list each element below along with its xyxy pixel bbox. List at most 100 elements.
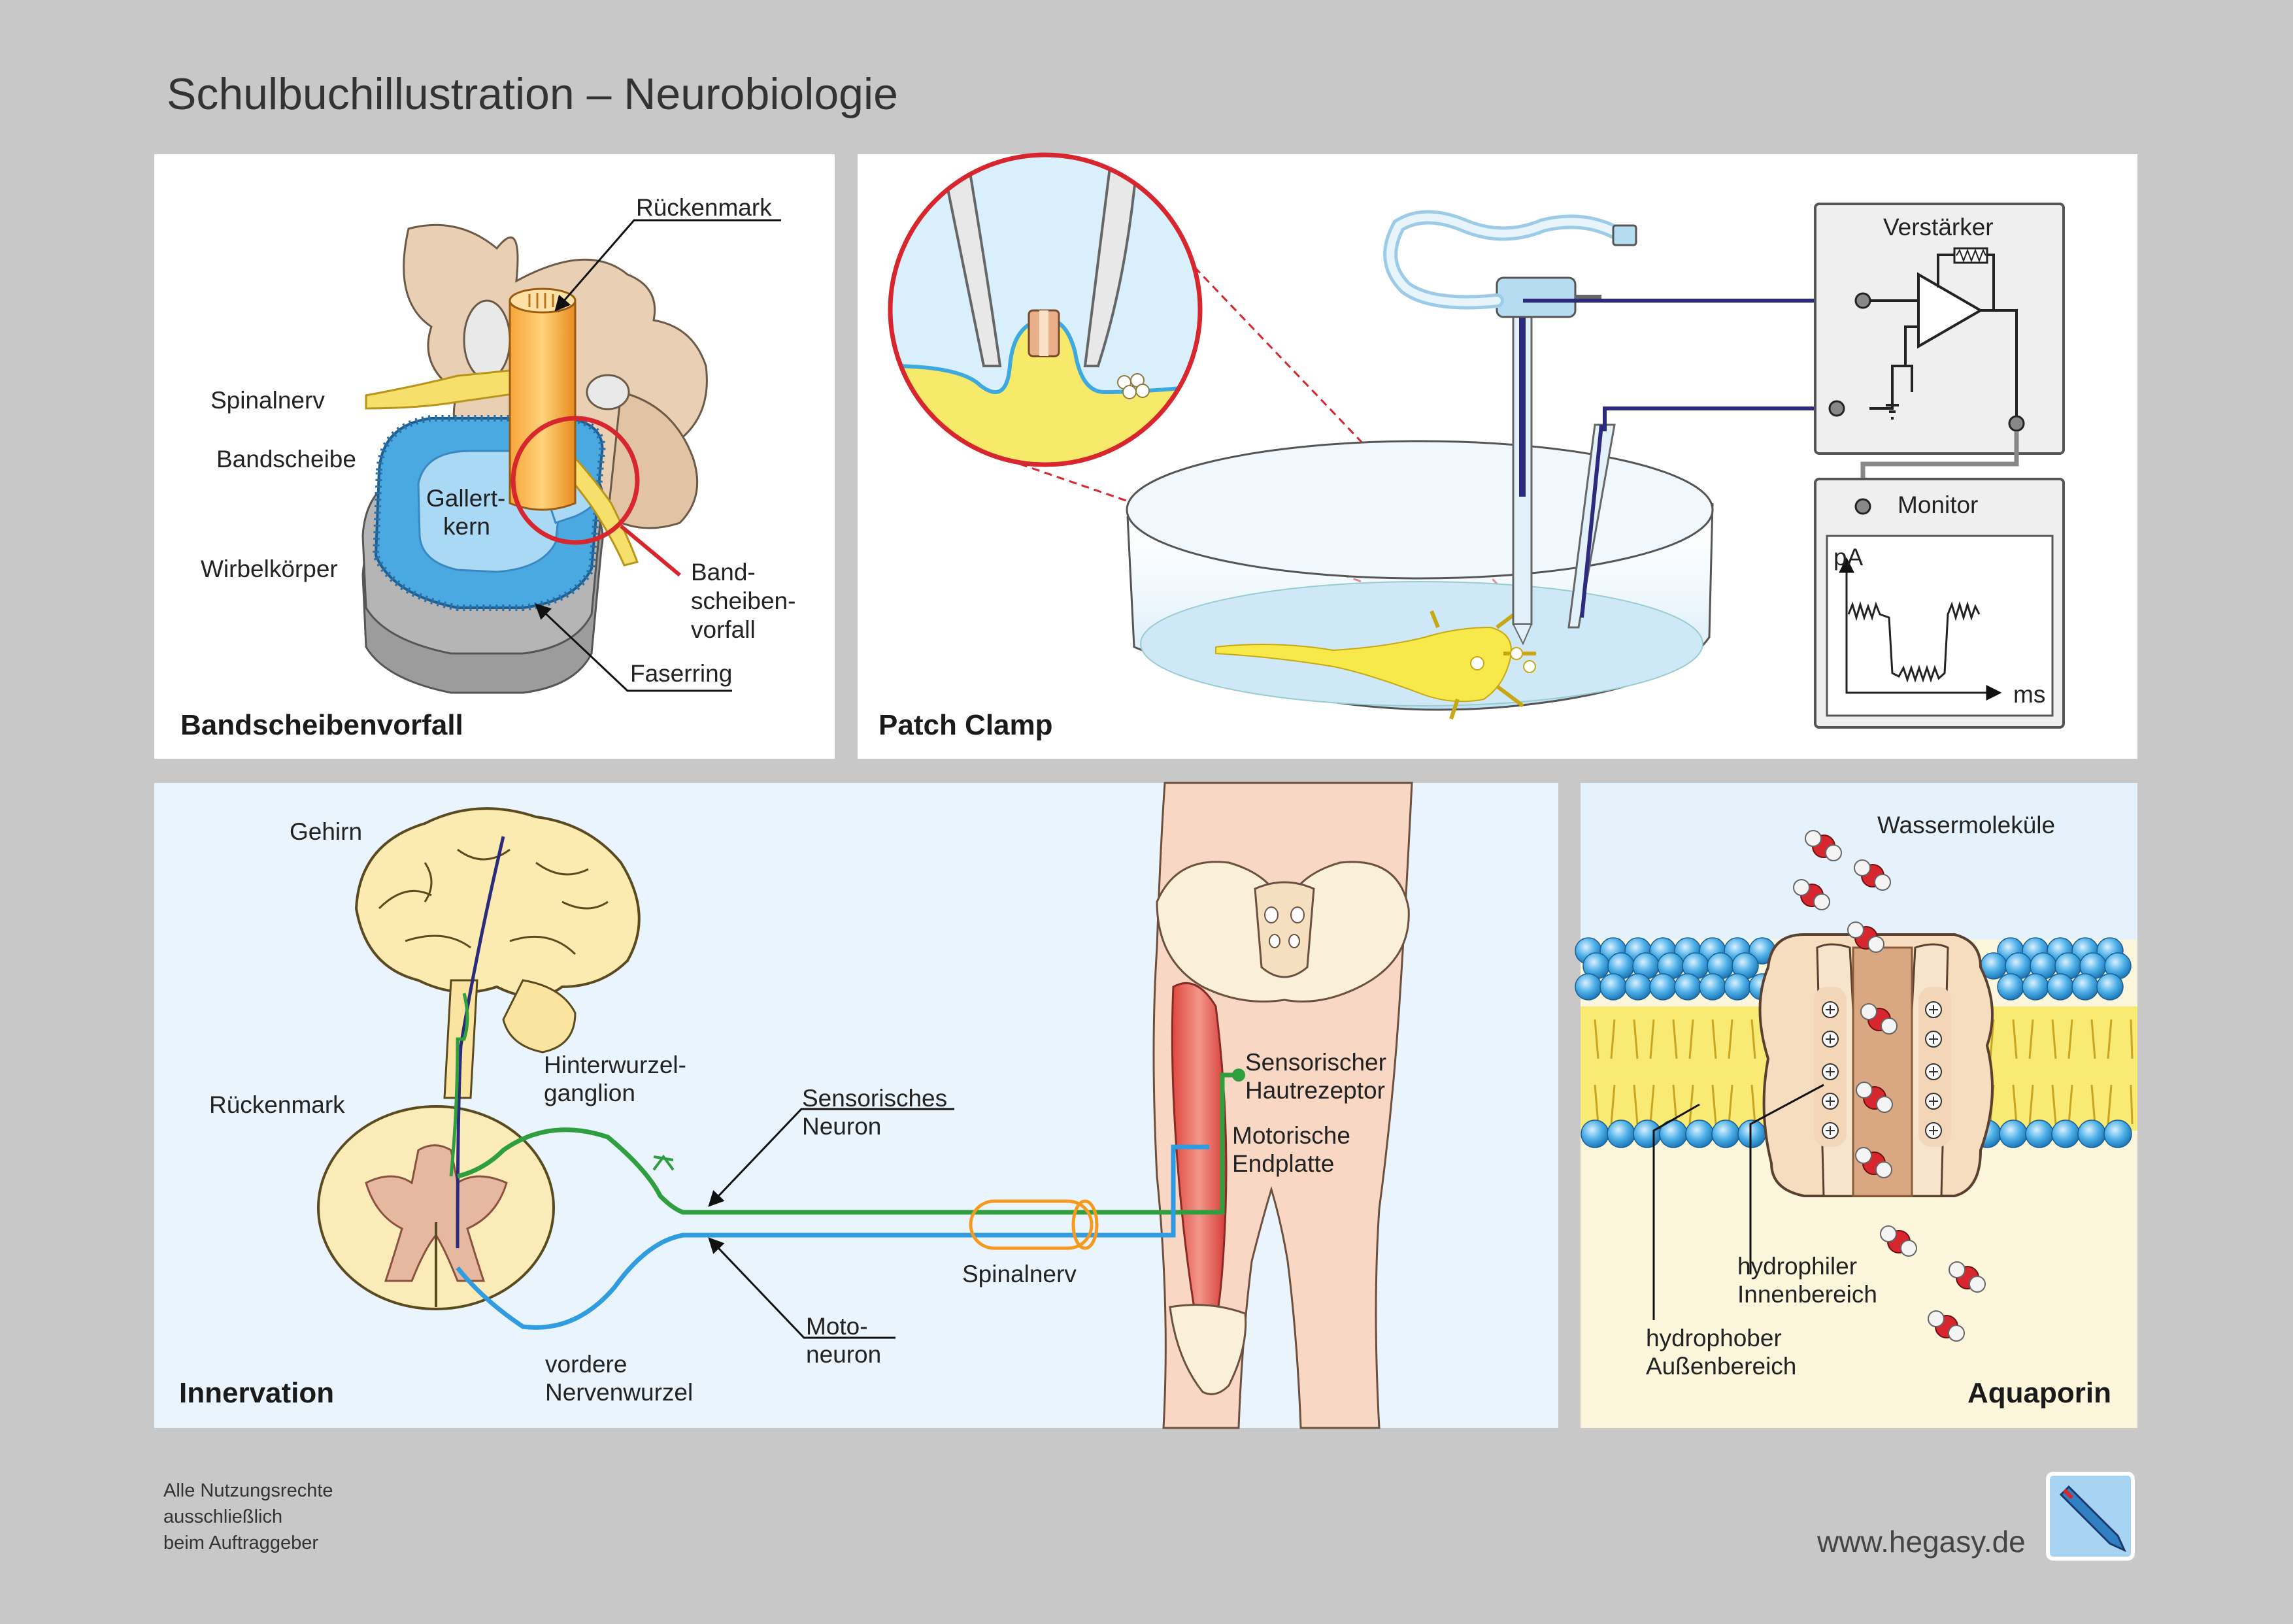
label-vordere-2: Nervenwurzel bbox=[545, 1379, 693, 1406]
label-motoneuron-2: neuron bbox=[806, 1341, 881, 1368]
water-molecule bbox=[1847, 921, 1884, 953]
amplifier-box: Verstärker bbox=[1814, 203, 2065, 455]
label-vorfall-2: scheiben- bbox=[691, 588, 795, 614]
label-verstaerker: Verstärker bbox=[1883, 214, 1994, 240]
herniation-highlight-circle bbox=[510, 416, 640, 545]
lipid-head bbox=[1599, 973, 1627, 1001]
panel-title-bandscheibenvorfall: Bandscheibenvorfall bbox=[180, 709, 463, 741]
plus-charge-icon bbox=[1822, 1063, 1839, 1080]
page-title: Schulbuchillustration – Neurobiologie bbox=[167, 69, 898, 119]
lipid-head bbox=[1607, 1119, 1635, 1148]
label-sens-neuron-1: Sensorisches bbox=[802, 1085, 947, 1112]
label-hydrophil-1: hydrophiler bbox=[1737, 1253, 1857, 1280]
label-sens-rezeptor-1: Sensorischer bbox=[1245, 1049, 1386, 1076]
neuron-in-dish bbox=[1215, 606, 1536, 720]
label-rueckenmark: Rückenmark bbox=[636, 194, 772, 221]
positive-charges bbox=[1822, 1001, 1942, 1139]
plus-charge-icon bbox=[1925, 1001, 1942, 1018]
rights-line-2: ausschließlich bbox=[163, 1506, 282, 1527]
lipid-head bbox=[2096, 973, 2124, 1001]
lipid-head bbox=[1724, 973, 1751, 1001]
brain-drawing bbox=[354, 807, 641, 1099]
water-molecule bbox=[1805, 830, 1842, 861]
water-molecule bbox=[1880, 1225, 1917, 1257]
lipid-head bbox=[1699, 973, 1726, 1001]
label-mot-endplatte-1: Motorische bbox=[1232, 1122, 1350, 1149]
leg-silhouette bbox=[1152, 782, 1413, 1429]
plus-charge-icon bbox=[1822, 1001, 1839, 1018]
water-molecule bbox=[1928, 1310, 1965, 1342]
water-molecules bbox=[1793, 830, 1986, 1342]
lipid-head bbox=[2051, 1119, 2080, 1148]
label-mot-endplatte-2: Endplatte bbox=[1232, 1150, 1334, 1177]
label-pa: pA bbox=[1833, 544, 1864, 571]
plus-charge-icon bbox=[1925, 1063, 1942, 1080]
thigh-muscle bbox=[1171, 982, 1228, 1321]
label-hinterwurzel-2: ganglion bbox=[544, 1080, 635, 1106]
label-hydrophil-2: Innenbereich bbox=[1737, 1281, 1877, 1308]
label-wassermolekuele: Wassermoleküle bbox=[1877, 812, 2055, 838]
lipid-head bbox=[1711, 1119, 1740, 1148]
plus-charge-icon bbox=[1925, 1093, 1942, 1110]
water-molecule bbox=[1855, 1147, 1892, 1178]
label-spinalnerv-innervation: Spinalnerv bbox=[962, 1261, 1077, 1287]
label-bandscheibe: Bandscheibe bbox=[216, 446, 356, 472]
plus-charge-icon bbox=[1925, 1031, 1942, 1048]
label-vorfall-1: Band- bbox=[691, 559, 756, 586]
label-rueckenmark-innervation: Rückenmark bbox=[209, 1091, 345, 1118]
lipid-head bbox=[1999, 1119, 2028, 1148]
label-spinalnerv: Spinalnerv bbox=[210, 387, 325, 414]
lipid-head bbox=[2071, 973, 2099, 1001]
panel-title-aquaporin: Aquaporin bbox=[1967, 1377, 2111, 1409]
panel-aquaporin: Wassermoleküle hydrophiler Innenbereich … bbox=[1575, 783, 2137, 1428]
lipid-head bbox=[2047, 973, 2074, 1001]
lipid-head bbox=[1649, 973, 1677, 1001]
lipid-tails bbox=[1594, 1019, 2134, 1125]
label-monitor: Monitor bbox=[1898, 491, 1978, 518]
website-url[interactable]: www.hegasy.de bbox=[1816, 1525, 2026, 1559]
panel-innervation: Gehirn Rückenmark Hinterwurzel- ganglion… bbox=[154, 782, 1558, 1429]
neural-pathways bbox=[449, 836, 1245, 1330]
membrane-zoom-inset bbox=[888, 152, 1203, 467]
water-molecule bbox=[1793, 879, 1830, 910]
label-hinterwurzel-1: Hinterwurzel- bbox=[544, 1052, 686, 1078]
label-vorfall-3: vorfall bbox=[691, 616, 756, 643]
lipid-heads bbox=[1575, 937, 2132, 1148]
lipid-head bbox=[2025, 1119, 2054, 1148]
spinal-cord-cross-section bbox=[317, 1105, 555, 1310]
rights-line-1: Alle Nutzungsrechte bbox=[163, 1480, 333, 1501]
plus-charge-icon bbox=[1822, 1122, 1839, 1139]
label-faserring: Faserring bbox=[630, 660, 732, 687]
plus-charge-icon bbox=[1925, 1122, 1942, 1139]
lipid-head bbox=[1575, 973, 1602, 1001]
lipid-head bbox=[1581, 1119, 1609, 1148]
rights-line-3: beim Auftraggeber bbox=[163, 1533, 318, 1553]
footer: Alle Nutzungsrechte ausschließlich beim … bbox=[163, 1472, 2135, 1561]
label-sens-rezeptor-2: Hautrezeptor bbox=[1245, 1077, 1385, 1104]
label-sens-neuron-2: Neuron bbox=[802, 1113, 881, 1140]
reference-electrode bbox=[1567, 423, 1616, 629]
lipid-head bbox=[1997, 973, 2024, 1001]
monitor-box: Monitor pA ms bbox=[1814, 478, 2065, 729]
panel-title-innervation: Innervation bbox=[179, 1377, 334, 1409]
label-gallertkern-2: kern bbox=[443, 513, 490, 540]
label-gallertkern-1: Gallert- bbox=[426, 485, 505, 512]
water-molecule bbox=[1854, 859, 1891, 891]
spinal-nerve-sheath bbox=[969, 1199, 1099, 1250]
label-hydrophob-1: hydrophober bbox=[1646, 1325, 1782, 1351]
panel-title-patch-clamp: Patch Clamp bbox=[879, 709, 1053, 741]
lipid-head bbox=[1633, 1119, 1662, 1148]
water-molecule bbox=[1860, 1003, 1898, 1035]
plus-charge-icon bbox=[1822, 1093, 1839, 1110]
label-ms: ms bbox=[2013, 681, 2045, 708]
lipid-head bbox=[1624, 973, 1652, 1001]
water-molecule bbox=[1856, 1082, 1893, 1113]
label-wirbelkoerper: Wirbelkörper bbox=[201, 555, 338, 582]
patch-pipette bbox=[1383, 210, 1637, 646]
water-molecule bbox=[1949, 1261, 1986, 1293]
pen-logo-icon bbox=[2046, 1472, 2135, 1561]
label-vordere-1: vordere bbox=[545, 1351, 627, 1378]
lipid-head bbox=[2103, 1119, 2132, 1148]
lipid-head bbox=[2077, 1119, 2106, 1148]
